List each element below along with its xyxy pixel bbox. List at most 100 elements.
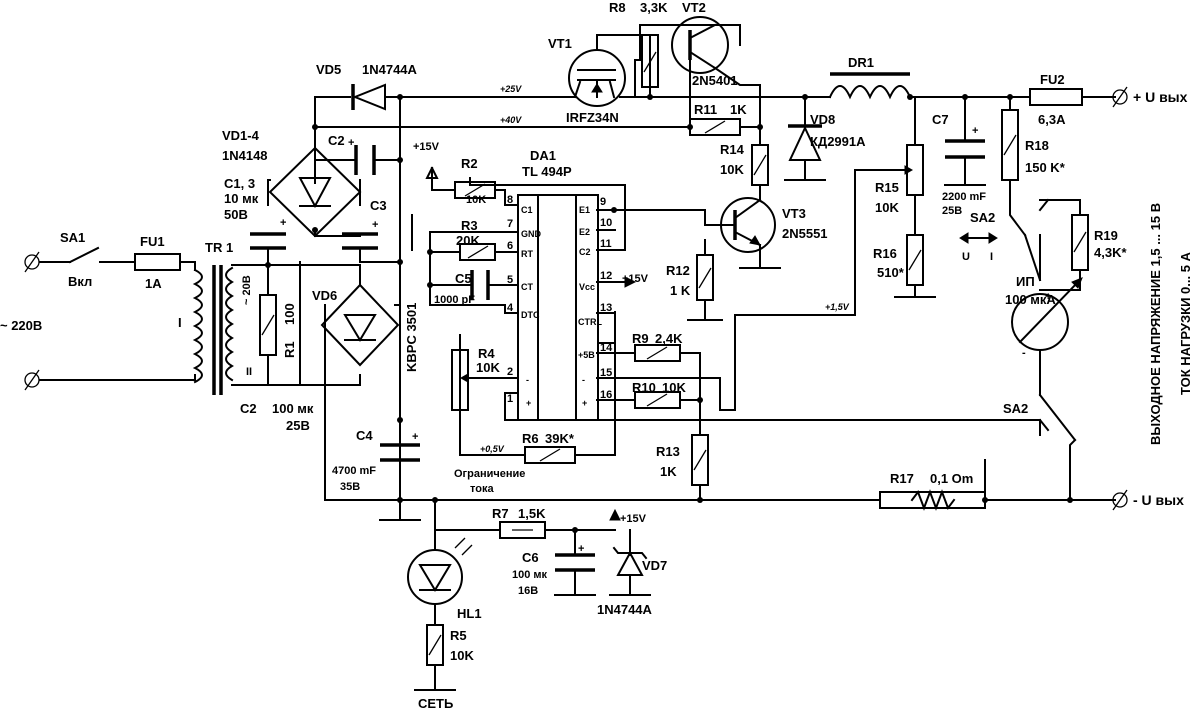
svg-text:510*: 510* xyxy=(877,265,905,280)
resistors xyxy=(259,34,1089,666)
svg-text:I: I xyxy=(178,315,182,330)
vd5-diode xyxy=(352,83,386,111)
r14-resistor xyxy=(751,144,769,186)
svg-text:150 K*: 150 K* xyxy=(1025,160,1066,175)
svg-text:1K: 1K xyxy=(730,102,747,117)
terminals xyxy=(24,86,1128,511)
r1-resistor xyxy=(259,294,277,356)
svg-text:II: II xyxy=(246,366,252,378)
svg-text:Вкл: Вкл xyxy=(68,274,92,289)
mains-terminal-top xyxy=(24,254,40,270)
svg-text:2N5401: 2N5401 xyxy=(692,73,738,88)
r11-resistor xyxy=(689,118,741,136)
svg-text:25B: 25B xyxy=(942,205,962,217)
capacitors xyxy=(250,139,985,572)
svg-text:10K: 10K xyxy=(466,194,486,206)
svg-text:8: 8 xyxy=(507,194,513,206)
svg-text:VD7: VD7 xyxy=(642,558,667,573)
svg-text:SA2: SA2 xyxy=(1003,401,1028,416)
r17-shunt-resistor xyxy=(879,491,986,509)
svg-text:TL 494P: TL 494P xyxy=(522,164,572,179)
svg-text:R18: R18 xyxy=(1025,138,1049,153)
svg-text:7: 7 xyxy=(507,218,513,230)
svg-text:FU1: FU1 xyxy=(140,234,165,249)
svg-text:+25V: +25V xyxy=(500,84,522,94)
svg-text:10K: 10K xyxy=(875,200,899,215)
svg-text:DA1: DA1 xyxy=(530,148,556,163)
r9-resistor xyxy=(634,344,681,362)
svg-text:10K: 10K xyxy=(476,360,500,375)
svg-text:2,4K: 2,4K xyxy=(655,331,683,346)
svg-text:СЕТЬ: СЕТЬ xyxy=(418,696,453,711)
svg-text:4: 4 xyxy=(507,302,514,314)
r13-resistor xyxy=(691,434,709,486)
svg-text:VD5: VD5 xyxy=(316,62,341,77)
svg-text:R17: R17 xyxy=(890,471,914,486)
svg-text:~ 220В: ~ 220В xyxy=(0,318,42,333)
svg-text:9: 9 xyxy=(600,196,606,208)
ip-meter xyxy=(1011,277,1083,351)
svg-text:TR 1: TR 1 xyxy=(205,240,233,255)
svg-text:39K*: 39K* xyxy=(545,431,575,446)
svg-text:~ 20В: ~ 20В xyxy=(241,275,253,305)
svg-text:35B: 35B xyxy=(340,481,360,493)
svg-text:+: + xyxy=(348,137,354,149)
svg-text:1,5K: 1,5K xyxy=(518,506,546,521)
svg-text:C3: C3 xyxy=(370,198,387,213)
svg-text:DR1: DR1 xyxy=(848,55,874,70)
vd1-4-bridge xyxy=(268,146,362,238)
svg-text:C1, 3: C1, 3 xyxy=(224,176,255,191)
svg-text:10: 10 xyxy=(600,217,612,229)
svg-text:CT: CT xyxy=(521,282,533,292)
svg-text:100 мк: 100 мк xyxy=(272,401,314,416)
svg-text:C2: C2 xyxy=(240,401,257,416)
r7-resistor xyxy=(499,521,546,539)
svg-text:+1,5V: +1,5V xyxy=(825,302,850,312)
svg-text:4,3K*: 4,3K* xyxy=(1094,245,1127,260)
svg-text:+15V: +15V xyxy=(622,273,649,285)
svg-text:R7: R7 xyxy=(492,506,509,521)
svg-text:-: - xyxy=(1022,347,1026,359)
sa1-switch xyxy=(68,246,100,264)
output-plus-terminal xyxy=(1112,89,1128,105)
r16-resistor xyxy=(906,234,924,286)
svg-text:R1: R1 xyxy=(282,341,297,358)
r6-resistor xyxy=(524,446,576,464)
svg-text:+: + xyxy=(578,543,584,555)
svg-text:16: 16 xyxy=(600,389,612,401)
da1-pin-labels: C1 GND RT CT DTC - + E1 E2 C2 Vcc CTRL +… xyxy=(507,194,613,408)
svg-text:10K: 10K xyxy=(450,648,474,663)
svg-text:R13: R13 xyxy=(656,444,680,459)
svg-text:R9: R9 xyxy=(632,331,649,346)
svg-text:ИП: ИП xyxy=(1016,274,1035,289)
svg-text:DTC: DTC xyxy=(521,310,540,320)
svg-text:1000 pF: 1000 pF xyxy=(434,294,475,306)
svg-text:1N4744A: 1N4744A xyxy=(597,602,653,617)
vd7-zener xyxy=(616,550,644,576)
svg-text:R2: R2 xyxy=(461,156,478,171)
svg-text:C7: C7 xyxy=(932,112,949,127)
svg-text:IRFZ34N: IRFZ34N xyxy=(566,110,619,125)
svg-text:R16: R16 xyxy=(873,246,897,261)
svg-text:10 мк: 10 мк xyxy=(224,191,259,206)
svg-text:3,3K: 3,3K xyxy=(640,0,668,15)
mains-terminal-bottom xyxy=(24,372,40,388)
r5-resistor xyxy=(426,624,444,666)
svg-text:12: 12 xyxy=(600,270,612,282)
svg-text:50B: 50B xyxy=(224,207,248,222)
svg-text:U: U xyxy=(962,251,970,263)
svg-text:+15V: +15V xyxy=(413,141,440,153)
svg-text:R14: R14 xyxy=(720,142,745,157)
vd6-bridge xyxy=(320,283,400,367)
vd8-diode xyxy=(788,125,822,161)
fu1-fuse xyxy=(134,253,181,271)
svg-text:-: - xyxy=(582,375,585,385)
svg-text:SA1: SA1 xyxy=(60,230,85,245)
svg-text:E2: E2 xyxy=(579,227,590,237)
svg-text:5: 5 xyxy=(507,274,513,286)
r8-resistor xyxy=(641,34,659,88)
svg-text:1 K: 1 K xyxy=(670,283,691,298)
hl1-led xyxy=(407,549,463,605)
svg-text:20K: 20K xyxy=(456,233,480,248)
